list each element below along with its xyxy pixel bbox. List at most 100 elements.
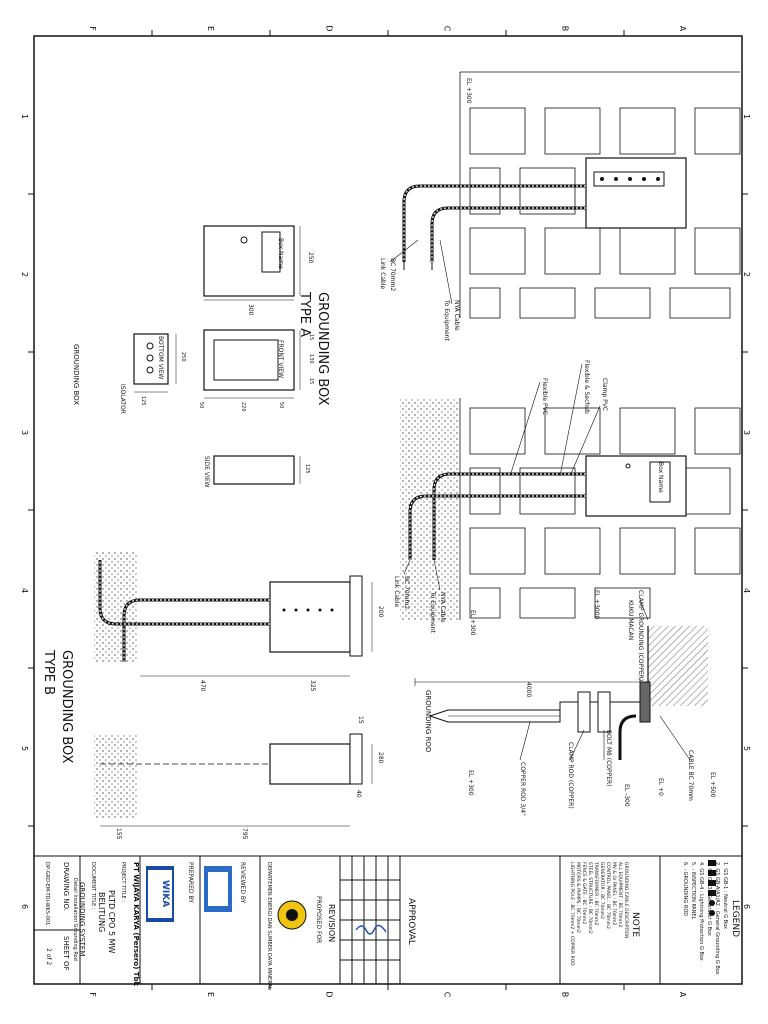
wall2-clamp-pvc: Clamp PVC (601, 378, 608, 412)
typeA-dim-front-h1: 15 (308, 334, 314, 341)
sheet-label: SHEET OF (62, 936, 70, 971)
typeB-subtitle: TYPE B (41, 650, 56, 695)
legend-item-5: 5. : INSPECTION PANEL (690, 862, 696, 920)
rod-el-300: EL -300 (623, 784, 630, 807)
note-1: GROUNDING CABLE DESCRIPTION (623, 862, 628, 939)
authority-label: DEPARTEMEN ENERGI DAN SUMBER DAYA MINERA… (266, 862, 272, 990)
signature-mark (355, 924, 387, 935)
drawing-no: DP-GRD-EM-TDI-WKS-001 (44, 862, 50, 926)
note-7: STEEL STRUCTURE : BC 70mm2 (587, 862, 592, 934)
typeA-box-label: Box Name (277, 238, 284, 269)
typeB-dim-b: 470 (199, 680, 206, 692)
title-block-lines (33, 855, 743, 985)
typeA-dim-front-h3: 15 (308, 378, 314, 385)
wall2-bc-label: BC 70mm2 (403, 576, 410, 610)
wika-logo (146, 866, 174, 922)
wall1-nya-sub: To Equipment (443, 300, 450, 341)
proposed-for-label: PROPOSED FOR (315, 896, 322, 944)
typeB-side (269, 743, 351, 785)
rod-cable-bc: CABLE BC 70mm (687, 750, 694, 801)
typeA-dim-bottom-h: 250 (180, 352, 186, 362)
legend-item-6: 6. : GROUNDING ROD (682, 862, 688, 917)
company-name: PT WIJAYA KARYA (Persero) Tbk (132, 862, 140, 987)
note-3: MV & LV PANEL : BC 70mm2 (611, 862, 616, 926)
revision-label: REVISION (327, 904, 336, 943)
legend-item-2: 2. GS GB-A/A1/A2 : General Grounding G B… (714, 862, 720, 975)
wall-1-box (585, 157, 687, 229)
project-title-label: PROJECT TITLE : (120, 862, 126, 902)
rod-el-300b: EL +300 (467, 770, 474, 796)
wall2-bc-sub: Link Cable (393, 576, 400, 608)
approval-label: APPROVAL (406, 898, 416, 945)
wall2-el-top: EL +3000 (593, 590, 600, 620)
typeA-side-view (213, 455, 295, 485)
doc-subtitle: Detail Installation Grounding Rod (72, 878, 78, 961)
typeA-subtitle: TYPE A (297, 292, 312, 337)
reviewed-by-label: REVIEWED BY (239, 862, 246, 904)
wall1-el: EL +300 (465, 78, 472, 104)
typeB-box (269, 581, 351, 653)
typeA-dim-side: 125 (304, 464, 310, 474)
typeA-dim-h: 250 (307, 252, 314, 264)
rod-dim-4000: 4000 (525, 682, 532, 698)
wall1-bc-label: BC 70mm2 (389, 258, 396, 292)
note-8: FENCE & GATE : BC 70mm2 (581, 862, 586, 925)
rod-clamp-rod: CLAMP ROD (COPPER) (567, 742, 574, 809)
note-4: CONTROL PANEL : BC 70mm2 (605, 862, 610, 929)
typeB-ground-2 (94, 734, 138, 818)
prepared-by-label: PREPARED BY (187, 862, 194, 903)
note-10: LIGHTNING POLE : BC 70mm2 + COPPER ROD (569, 862, 574, 966)
typeA-dim-front-w: 220 (240, 402, 246, 412)
legend-item-3: 3. GS GB-3 : Generator G Box (706, 862, 712, 936)
typeB-dim-d: 155 (115, 828, 122, 840)
doc-title-label: DOCUMENT TITLE : (90, 862, 96, 910)
rod-caption: GROUNDING ROD (424, 690, 432, 753)
typeB-dim-c: 325 (309, 680, 316, 692)
typeA-title: GROUNDING BOX (315, 292, 330, 406)
wall2-nya-sub: To Equipment (429, 592, 436, 633)
rod-el-500: EL +500 (709, 772, 716, 798)
typeA-dim-w: 300 (247, 304, 254, 316)
wall2-el-bottom: EL +300 (469, 610, 476, 636)
typeA-side-view-label: SIDE VIEW (203, 456, 210, 488)
note-5: GENERATOR : BC 70mm2 (599, 862, 604, 919)
typeB-dim-h: 280 (377, 752, 384, 764)
typeA-dim-front-l: 50 (198, 402, 204, 409)
legend-title: LEGEND (730, 900, 740, 938)
note-6: TRANSFORMER : BC 70mm2 (593, 862, 598, 926)
rod-bolt: BOLT M8 (COPPER) (605, 730, 612, 787)
rod-copper-rod: COPPER ROD 3/4" (519, 762, 526, 816)
project-location: BELITUNG (97, 892, 106, 933)
typeA-dim-front-r: 50 (278, 402, 284, 409)
wall1-bc-sub: Link Cable (379, 258, 386, 290)
wall-2-box (585, 455, 687, 517)
wall2-nya-label: NYA Cable (439, 592, 446, 623)
typeB-dim-a: 200 (377, 606, 384, 618)
typeA-caption: GROUNDING BOX (72, 344, 80, 406)
project-title: PLTD CPO 5 MW (107, 890, 116, 954)
wall2-fleks-pvc: Flexible PVC (541, 378, 548, 415)
rod-kuku-macan: KUKU MACAN (627, 600, 634, 641)
note-title: NOTE (630, 912, 640, 938)
legend-item-4: 4. GS GB-4 : Lightning Protection G Box (698, 862, 704, 961)
typeB-dim-e: 795 (241, 828, 248, 840)
note-9: MOTORS & PUMPS : BC 70mm2 (575, 862, 580, 933)
wall1-nya-label: NYA Cable (453, 300, 460, 331)
rod-clamp-1 (577, 691, 591, 733)
wall-1 (459, 71, 741, 319)
typeB-dim-g: 40 (355, 790, 362, 798)
rod-el-0: EL +0 (657, 778, 664, 796)
typeA-bottom-view-label: BOTTOM VIEW (157, 336, 164, 380)
wika-logo-text: WIKA (160, 880, 170, 908)
wall2-box-label: Box Name (657, 462, 664, 493)
rod-clamp-grounding: CLAMP GROUNDING (COPPER) (637, 590, 644, 682)
typeA-bottom-view (133, 333, 169, 385)
typeA-isolator-label: ISOLATOR (119, 384, 126, 414)
typeA-dim-front-h2: 130 (308, 354, 314, 364)
wall2-flexible: Flexible & Sechub (583, 360, 590, 414)
sheet-number: 2 of 2 (45, 948, 52, 966)
drawing-no-label: DRAWING NO. (62, 862, 70, 911)
rod-clamp-2 (597, 691, 611, 733)
